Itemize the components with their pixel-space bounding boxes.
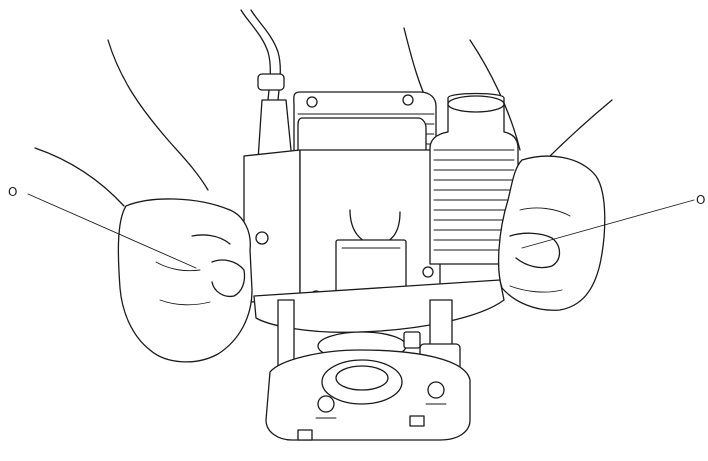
dust-bellows <box>429 92 519 265</box>
left-arm <box>34 39 209 207</box>
power-cord <box>240 9 293 161</box>
right-hand <box>497 155 606 311</box>
callout-label-right: O <box>696 193 705 207</box>
base-plate <box>265 331 471 441</box>
left-hand <box>117 198 253 363</box>
callout-leaders <box>27 193 695 269</box>
callout-label-left: O <box>8 185 17 199</box>
